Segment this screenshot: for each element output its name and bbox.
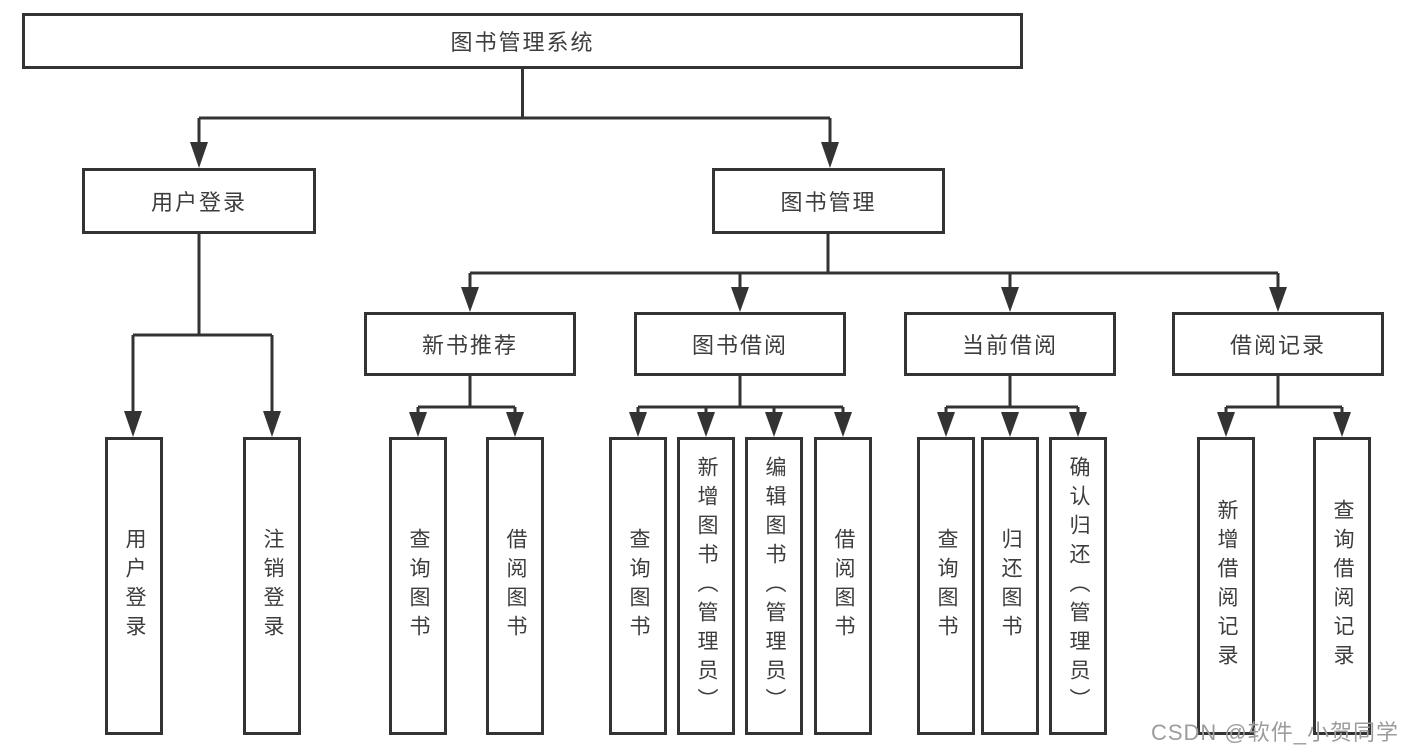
leaf-borrow-books-borrowing: 借阅图书 [814,437,872,735]
node-new-book-recommendation: 新书推荐 [364,312,576,376]
leaf-label: 查询借阅记录 [1331,499,1354,673]
leaf-query-borrow-record: 查询借阅记录 [1313,437,1371,735]
csdn-watermark: CSDN @软件_小贺同学 [1150,720,1399,745]
leaf-label: 新增图书（管理员） [695,455,718,717]
leaf-user-login: 用户登录 [105,437,163,735]
node-book-borrowing: 图书借阅 [634,312,846,376]
leaf-label: 借阅图书 [504,528,527,644]
leaf-label: 查询图书 [407,528,430,644]
leaf-query-books-borrowing: 查询图书 [609,437,667,735]
leaf-add-borrow-record: 新增借阅记录 [1197,437,1255,735]
leaf-label: 注销登录 [261,528,284,644]
leaf-borrow-books-recommendation: 借阅图书 [486,437,544,735]
leaf-confirm-return-admin: 确认归还（管理员） [1049,437,1107,735]
leaf-query-books-recommendation: 查询图书 [389,437,447,735]
leaf-return-books: 归还图书 [981,437,1039,735]
leaf-label: 确认归还（管理员） [1067,455,1090,717]
node-label: 图书管理 [780,190,877,215]
leaf-query-books-current: 查询图书 [917,437,975,735]
node-current-borrowing: 当前借阅 [904,312,1116,376]
leaf-add-books-admin: 新增图书（管理员） [677,437,735,735]
leaf-edit-books-admin: 编辑图书（管理员） [745,437,803,735]
node-label: 用户登录 [150,190,247,215]
node-label: 图书借阅 [691,333,788,358]
leaf-label: 新增借阅记录 [1215,499,1238,673]
node-borrowing-records: 借阅记录 [1172,312,1384,376]
node-label: 图书管理系统 [450,30,595,55]
node-user-login: 用户登录 [82,168,316,234]
leaf-label: 归还图书 [999,528,1022,644]
leaf-label: 用户登录 [123,528,146,644]
leaf-label: 查询图书 [935,528,958,644]
leaf-label: 借阅图书 [832,528,855,644]
node-book-management: 图书管理 [712,168,945,234]
leaf-logout: 注销登录 [243,437,301,735]
node-label: 当前借阅 [961,333,1058,358]
node-label: 借阅记录 [1229,333,1326,358]
node-library-management-system: 图书管理系统 [22,13,1023,69]
node-label: 新书推荐 [421,333,518,358]
leaf-label: 编辑图书（管理员） [763,455,786,717]
leaf-label: 查询图书 [627,528,650,644]
